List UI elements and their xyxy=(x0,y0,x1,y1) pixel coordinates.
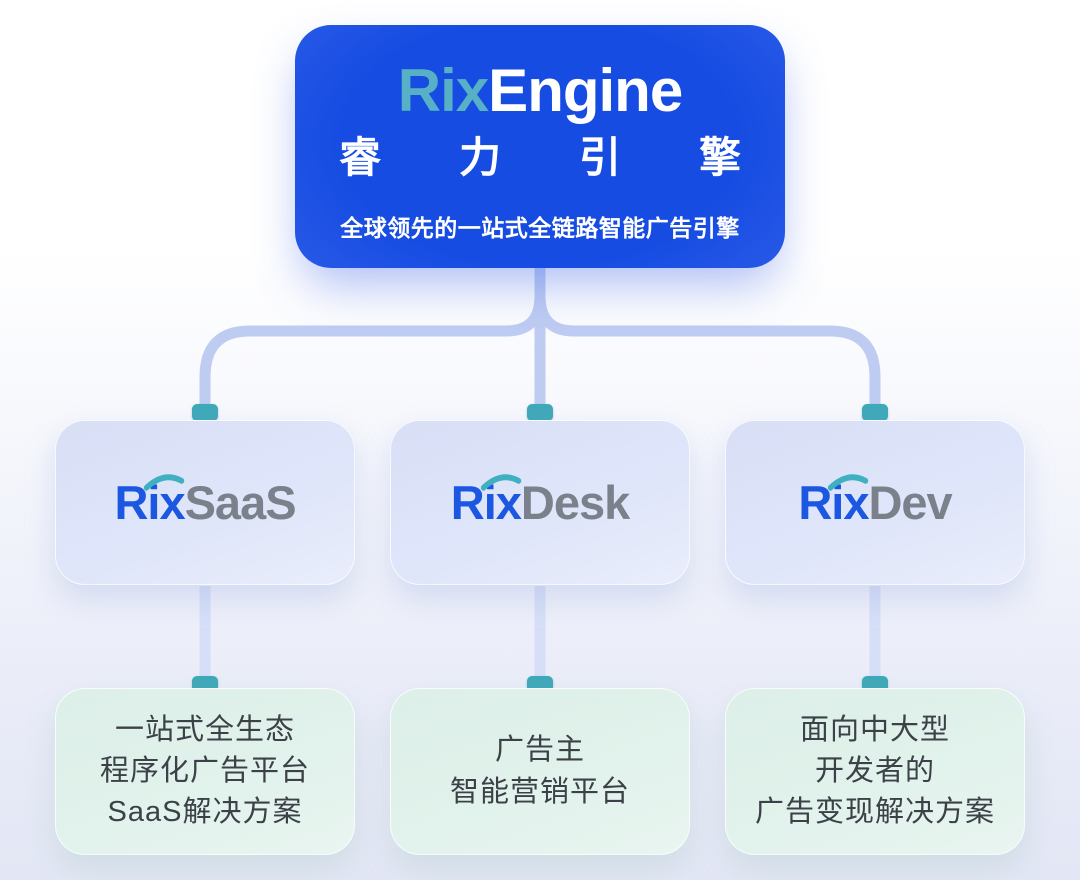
description-line: 广告主 xyxy=(494,734,585,767)
chinese-char: 引 xyxy=(578,134,621,181)
chinese-char: 睿 xyxy=(339,134,382,181)
chinese-char: 擎 xyxy=(698,134,741,181)
connector-root-to-right xyxy=(534,295,881,410)
connector-root-to-left xyxy=(199,295,546,410)
rixengine-logo-suffix: Engine xyxy=(488,57,683,124)
root-tagline: 全球领先的一站式全链路智能广告引擎 xyxy=(340,215,740,241)
chinese-char: 力 xyxy=(458,134,501,181)
description-node-rixdesk: 广告主 智能营销平台 xyxy=(390,688,690,855)
logo-arc-icon xyxy=(144,474,185,491)
logo-arc-icon xyxy=(827,474,869,491)
rixdesk-description: 广告主 智能营销平台 xyxy=(450,730,630,812)
logo-arc-icon xyxy=(480,474,521,491)
description-line: 开发者的 xyxy=(814,754,935,787)
description-line: 广告变现解决方案 xyxy=(754,796,995,829)
rixsaas-description: 一站式全生态 程序化广告平台 SaaS解决方案 xyxy=(100,710,310,834)
rixdesk-logo-prefix: Rix xyxy=(451,474,522,526)
description-line: SaaS解决方案 xyxy=(107,796,303,829)
rixdev-logo-suffix: Dev xyxy=(868,476,952,529)
connector-cap-center-top xyxy=(527,404,553,421)
connector-cap-right-top xyxy=(862,404,888,421)
description-line: 面向中大型 xyxy=(799,713,950,746)
description-line: 一站式全生态 xyxy=(114,713,295,746)
description-line: 程序化广告平台 xyxy=(99,754,310,787)
description-node-rixsaas: 一站式全生态 程序化广告平台 SaaS解决方案 xyxy=(55,688,355,855)
rixdev-description: 面向中大型 开发者的 广告变现解决方案 xyxy=(755,710,995,834)
connector-cap-left-top xyxy=(192,404,218,421)
rixsaas-logo-suffix: SaaS xyxy=(184,476,297,529)
rixsaas-logo-prefix: Rix xyxy=(114,474,186,526)
rixdesk-logo-suffix: Desk xyxy=(520,476,630,529)
description-node-rixdev: 面向中大型 开发者的 广告变现解决方案 xyxy=(725,688,1025,855)
root-chinese-name: 睿 力 引 擎 xyxy=(339,137,741,179)
rixdev-logo-prefix: Rix xyxy=(798,474,869,526)
description-line: 智能营销平台 xyxy=(449,775,630,808)
rixengine-logo-prefix: Rix xyxy=(397,57,489,124)
